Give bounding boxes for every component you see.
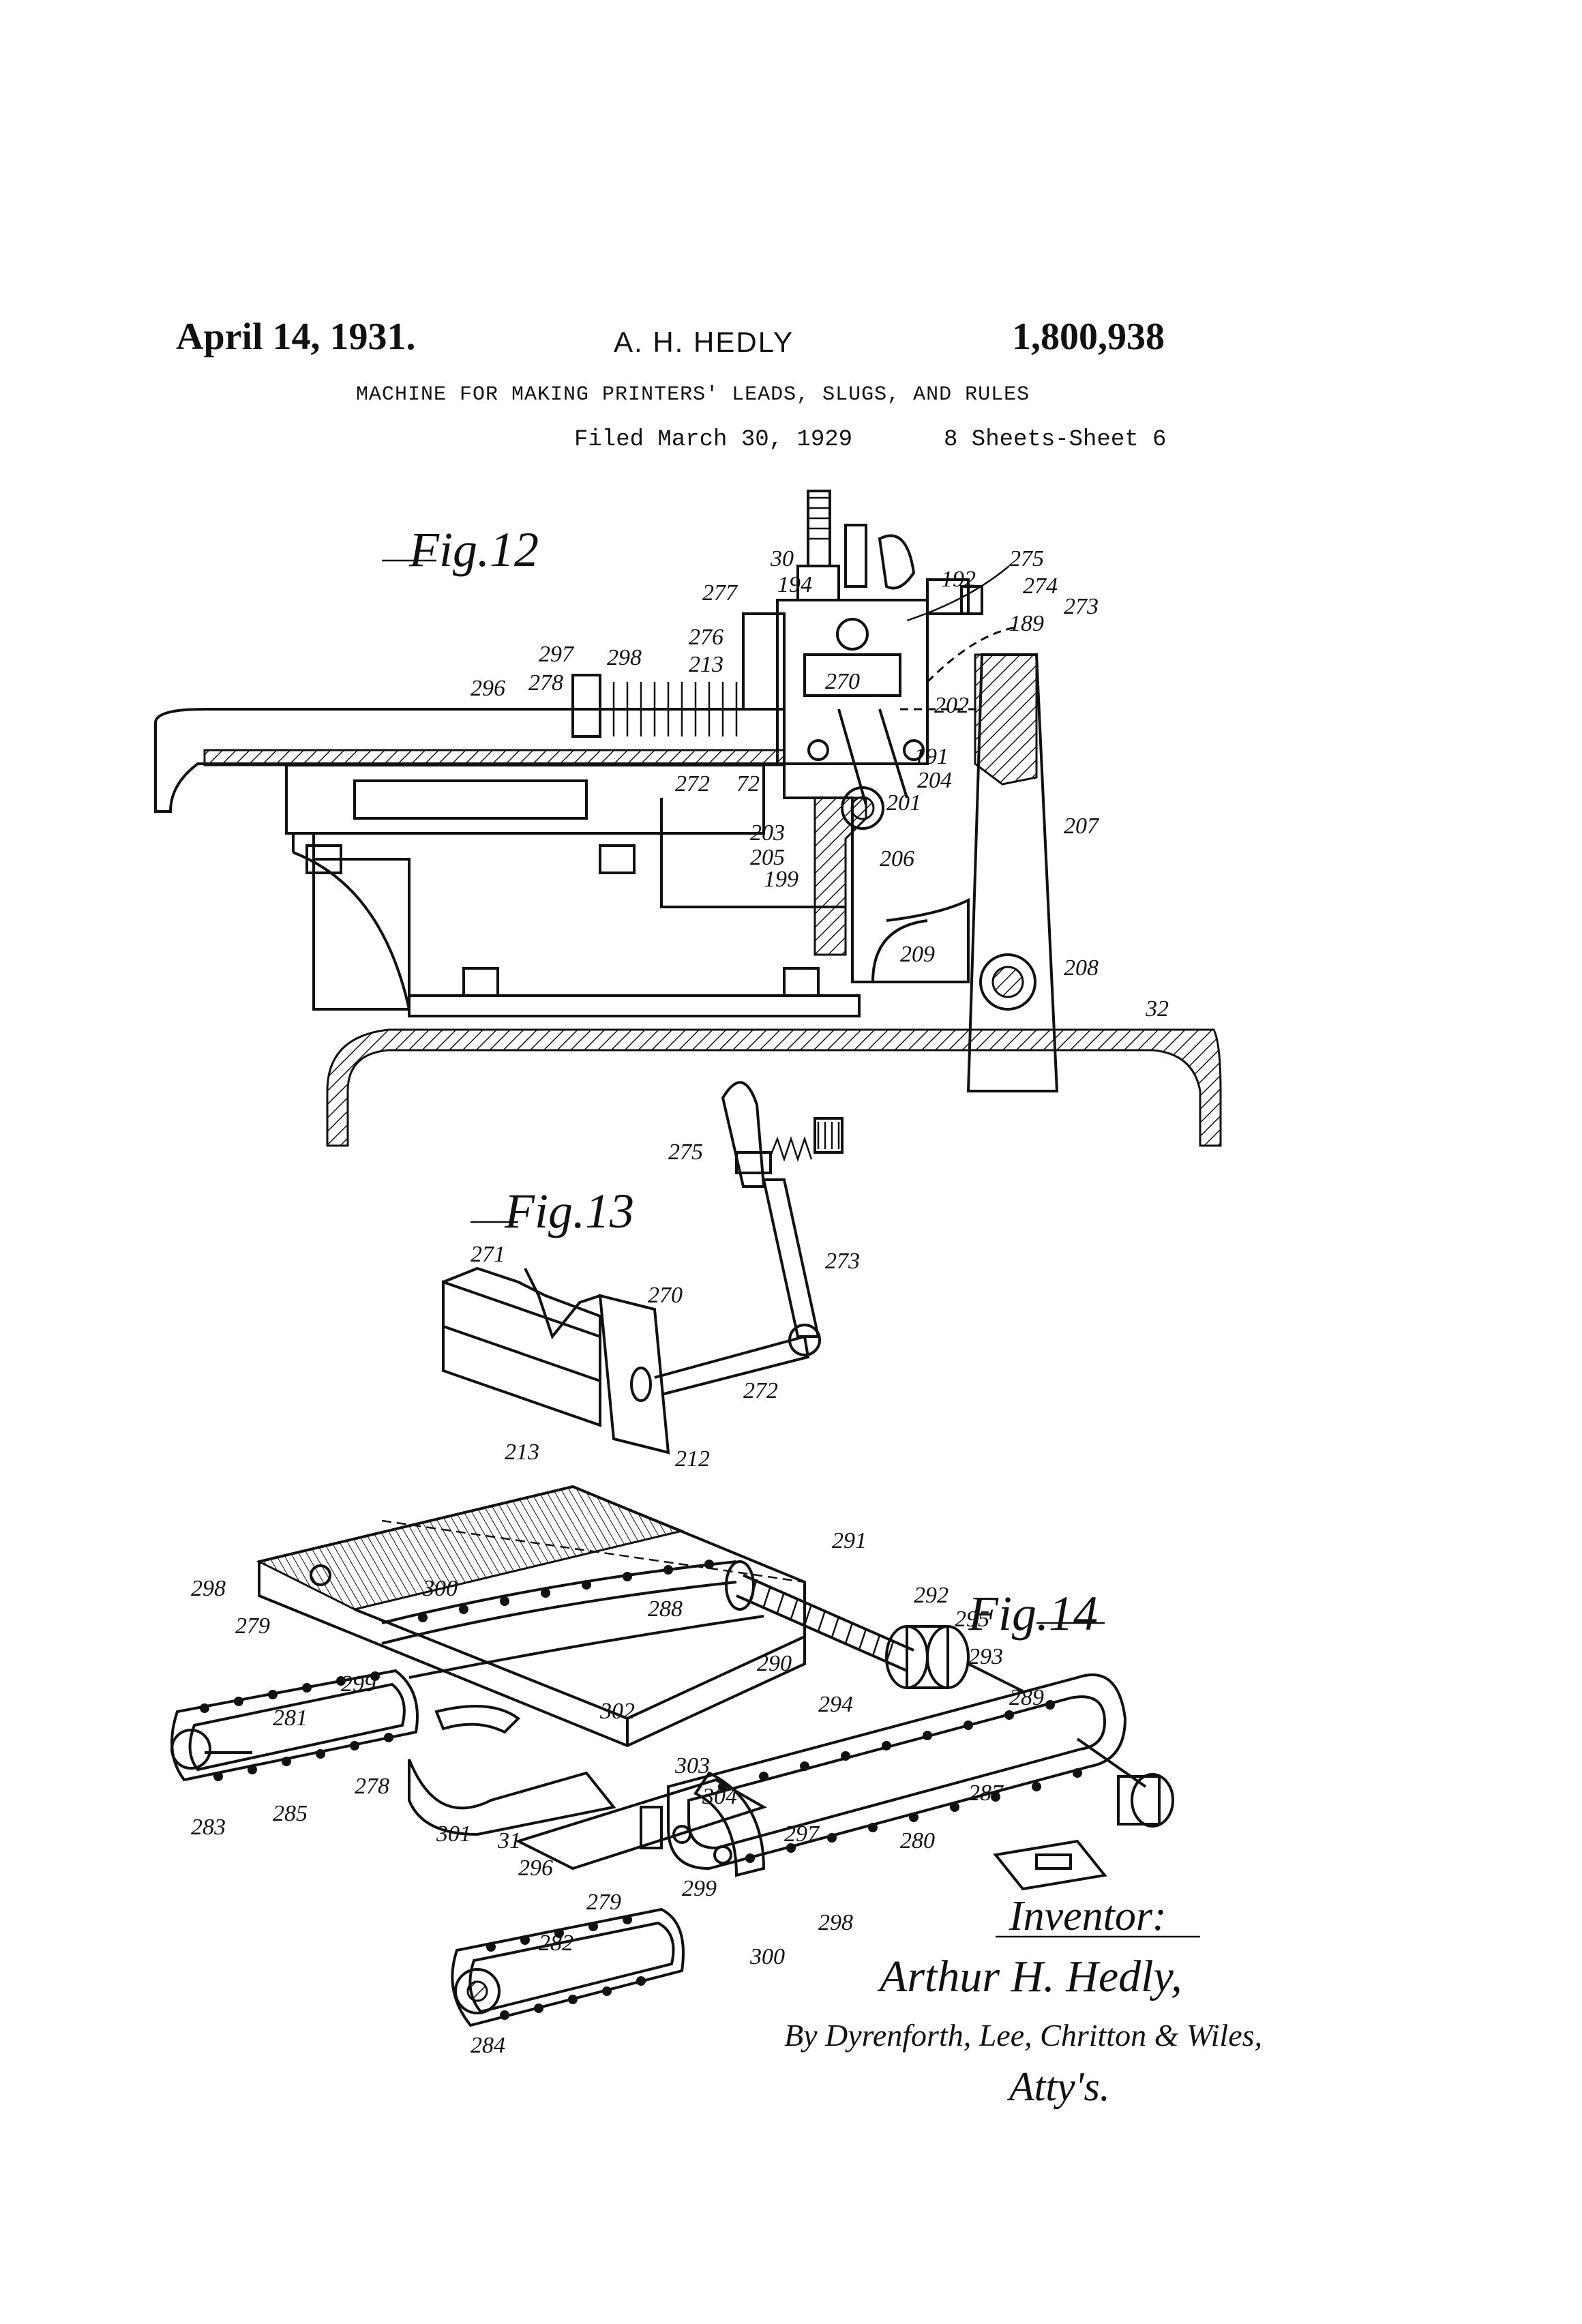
- attorneys-label: Atty's.: [1006, 2064, 1110, 2109]
- ref-label: 284: [471, 2033, 505, 2058]
- ref-label: 208: [1064, 955, 1099, 981]
- ref-label: 273: [825, 1249, 860, 1274]
- inventor-signature-name: Arthur H. Hedly,: [877, 1952, 1182, 2001]
- ref-label: 31: [497, 1828, 521, 1853]
- ref-label: 272: [743, 1378, 778, 1403]
- figure-12: Fig.12: [155, 491, 1221, 1146]
- ref-label: 209: [900, 942, 935, 967]
- ref-label: 293: [968, 1644, 1003, 1669]
- ref-label: 296: [518, 1856, 553, 1881]
- ref-label: 299: [341, 1671, 376, 1697]
- ref-label: 276: [689, 625, 723, 650]
- ref-label: 273: [1064, 594, 1099, 619]
- ref-label: 300: [422, 1576, 458, 1601]
- ref-label: 202: [934, 693, 969, 718]
- ref-label: 290: [757, 1651, 792, 1676]
- ref-label: 303: [674, 1753, 710, 1778]
- fig13-label: Fig.13: [504, 1184, 634, 1238]
- ref-label: 296: [471, 676, 505, 701]
- ref-label: 291: [832, 1528, 867, 1553]
- ref-label: 297: [539, 642, 575, 667]
- ref-label: 279: [235, 1613, 270, 1639]
- ref-label: 298: [191, 1576, 226, 1601]
- ref-label: 298: [607, 645, 642, 670]
- ref-label: 277: [702, 580, 738, 606]
- ref-label: 192: [941, 567, 976, 592]
- ref-label: 278: [528, 670, 563, 696]
- ref-label: 295: [955, 1607, 989, 1632]
- ref-label: 279: [586, 1890, 621, 1915]
- ref-label: 278: [355, 1774, 389, 1799]
- figure-13: Fig.13 275 273 271 270 272 213 212: [443, 1082, 860, 1472]
- ref-label: 201: [886, 790, 921, 816]
- ref-label: 212: [675, 1446, 710, 1472]
- ref-label: 199: [764, 867, 799, 892]
- ref-label: 213: [505, 1440, 539, 1465]
- ref-label: 299: [682, 1876, 717, 1901]
- ref-label: 272: [675, 771, 710, 796]
- inventor-label: Inventor:: [1009, 1893, 1167, 1939]
- ref-label: 72: [736, 771, 760, 796]
- ref-label: 213: [689, 652, 723, 677]
- ref-label: 302: [599, 1699, 635, 1724]
- ref-label: 292: [914, 1583, 949, 1608]
- fig12-label: Fig.12: [408, 522, 539, 577]
- inventor-signature: Inventor: Arthur H. Hedly, By Dyrenforth…: [784, 1893, 1262, 2109]
- ref-label: 207: [1064, 814, 1100, 839]
- ref-label: 32: [1145, 996, 1169, 1022]
- ref-label: 298: [818, 1910, 853, 1935]
- ref-label: 287: [968, 1781, 1004, 1806]
- attorneys-signature: By Dyrenforth, Lee, Chritton & Wiles,: [784, 2018, 1262, 2053]
- ref-label: 281: [273, 1705, 308, 1731]
- ref-label: 300: [749, 1944, 785, 1969]
- ref-label: 275: [668, 1139, 703, 1165]
- ref-label: 194: [777, 572, 812, 597]
- ref-label: 271: [471, 1242, 505, 1267]
- ref-label: 191: [914, 744, 949, 769]
- ref-label: 206: [880, 846, 914, 872]
- ref-label: 297: [784, 1821, 820, 1847]
- ref-label: 294: [818, 1692, 853, 1717]
- ref-label: 274: [1023, 573, 1058, 599]
- ref-label: 270: [825, 669, 860, 694]
- ref-label: 289: [1009, 1685, 1044, 1710]
- ref-label: 301: [436, 1821, 471, 1847]
- ref-label: 270: [648, 1283, 683, 1308]
- ref-label: 283: [191, 1815, 226, 1840]
- ref-label: 304: [702, 1784, 737, 1809]
- ref-label: 288: [648, 1596, 683, 1622]
- ref-label: 285: [273, 1801, 308, 1826]
- ref-label: 30: [770, 546, 794, 571]
- ref-label: 204: [917, 768, 952, 793]
- ref-label: 189: [1009, 611, 1044, 636]
- ref-label: 203: [750, 820, 785, 846]
- ref-label: 280: [900, 1828, 935, 1853]
- ref-label: 275: [1009, 546, 1044, 571]
- ref-label: 282: [539, 1931, 573, 1956]
